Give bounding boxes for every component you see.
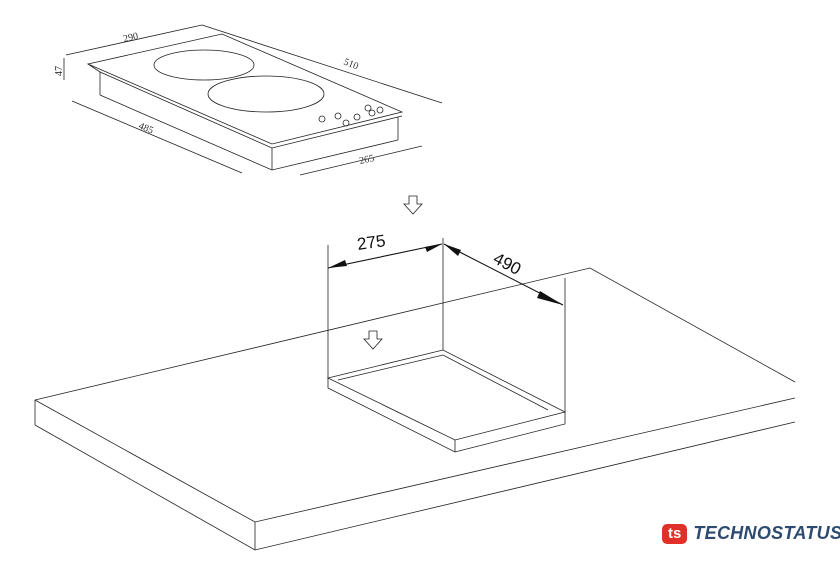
technostatus-logo: ts TECHNOSTATUS bbox=[662, 523, 840, 544]
dim-265: 265 bbox=[358, 153, 375, 167]
down-arrow-icon bbox=[363, 330, 383, 350]
cooktop-dimension-lines bbox=[63, 24, 443, 176]
dim-490: 490 bbox=[490, 249, 524, 279]
logo-text: TECHNOSTATUS bbox=[693, 523, 840, 543]
cooktop: 290 510 47 485 265 bbox=[54, 24, 443, 176]
logo-mark: ts bbox=[662, 523, 688, 544]
control-knobs bbox=[318, 104, 384, 127]
dim-485: 485 bbox=[137, 121, 155, 137]
down-arrow-icon bbox=[403, 195, 423, 215]
worktop bbox=[34, 267, 796, 551]
dim-275: 275 bbox=[356, 231, 387, 254]
dim-290: 290 bbox=[122, 31, 139, 45]
dim-47: 47 bbox=[54, 66, 65, 76]
cutout: 275 490 bbox=[326, 231, 567, 453]
dim-510: 510 bbox=[342, 57, 360, 73]
